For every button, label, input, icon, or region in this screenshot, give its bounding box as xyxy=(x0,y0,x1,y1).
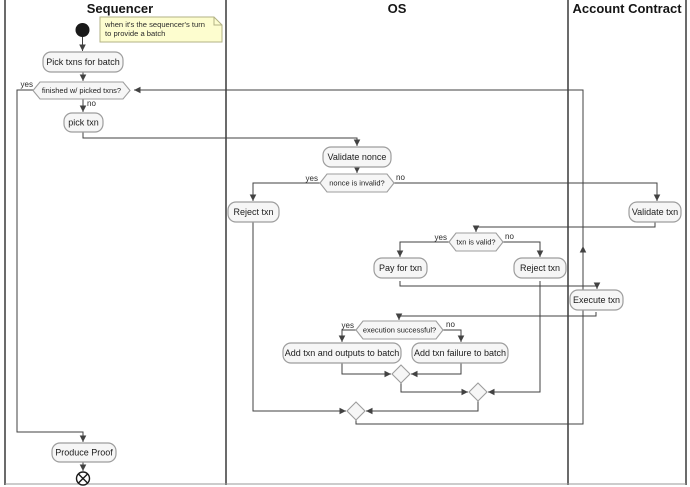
edge-valid-no-to-reject-2 xyxy=(503,241,541,257)
edge-label-exec-no: no xyxy=(446,320,455,329)
note xyxy=(99,16,223,43)
activity-label-pick-txn: pick txn xyxy=(68,118,99,128)
arrowhead-nonce-no-to-validate-txn xyxy=(653,194,661,201)
decision-txn-valid xyxy=(448,232,504,252)
activity-reject-txn-1 xyxy=(227,201,280,223)
activity-add-outputs xyxy=(282,342,402,364)
arrowhead-pick-txns-to-finished xyxy=(79,74,87,81)
activity-label-reject-txn-2: Reject txn xyxy=(520,263,560,273)
note-text-line2: to provide a batch xyxy=(105,29,165,38)
arrowhead-add-outputs-to-merge-1 xyxy=(384,370,391,378)
activity-label-pick-txns: Pick txns for batch xyxy=(46,57,120,67)
arrowhead-exec-no-to-add-failure xyxy=(457,335,465,342)
arrowhead-produce-to-end xyxy=(79,464,87,471)
activity-validate-txn xyxy=(628,201,682,223)
activity-label-produce-proof: Produce Proof xyxy=(55,448,113,458)
activity-produce-proof xyxy=(51,442,117,463)
edge-merge-2-to-merge-3 xyxy=(366,401,479,412)
decision-label-finished: finished w/ picked txns? xyxy=(42,86,121,95)
arrowhead-pay-to-execute xyxy=(593,282,601,289)
edge-validate-txn-to-decision xyxy=(475,222,656,232)
arrowhead-add-failure-to-merge-1 xyxy=(411,370,418,378)
arrowhead-validate-nonce-to-decision xyxy=(353,166,361,173)
edge-merge-1-to-merge-2 xyxy=(400,383,468,393)
activity-label-validate-txn: Validate txn xyxy=(632,207,678,217)
lane-title-sequencer: Sequencer xyxy=(87,1,153,16)
merge-diamond-3 xyxy=(346,401,366,421)
edge-valid-yes-to-pay xyxy=(399,241,449,257)
edge-add-outputs-to-merge-1 xyxy=(341,363,391,375)
activity-add-failure xyxy=(411,342,509,364)
end-node-x-2 xyxy=(78,473,88,484)
arrowhead-finished-no-to-pick-txn xyxy=(79,105,87,112)
arrowhead-exec-yes-to-add-outputs xyxy=(338,335,346,342)
merge-diamond-2 xyxy=(468,382,488,402)
edge-label-txn-valid-yes: yes xyxy=(435,233,447,242)
activity-pick-txns xyxy=(42,51,124,73)
edge-pick-txn-to-validate-nonce xyxy=(82,132,358,146)
note-fold-icon xyxy=(213,17,222,26)
arrowhead-valid-yes-to-pay xyxy=(396,250,404,257)
decision-label-exec-success: execution successful? xyxy=(363,326,436,335)
activity-label-pay-for-txn: Pay for txn xyxy=(379,263,422,273)
arrowhead-merge-2-to-merge-3 xyxy=(366,407,373,415)
activity-label-execute-txn: Execute txn xyxy=(573,295,620,305)
arrowhead-nonce-yes-to-reject-1 xyxy=(249,194,257,201)
decision-nonce-invalid xyxy=(319,173,395,193)
activity-pay-for-txn xyxy=(373,257,428,279)
edge-label-nonce-yes: yes xyxy=(306,174,318,183)
start-node xyxy=(75,23,90,37)
arrowhead-pick-txn-to-validate-nonce xyxy=(353,139,361,146)
decision-finished xyxy=(32,81,131,100)
activity-validate-nonce xyxy=(322,146,392,168)
arrowhead-merge-1-to-merge-2 xyxy=(461,388,468,396)
arrowhead-finished-yes-to-produce xyxy=(79,435,87,442)
edge-loop-back-to-finished xyxy=(134,89,584,425)
lane-title-account-contract: Account Contract xyxy=(572,1,682,16)
edge-nonce-yes-to-reject-1 xyxy=(252,182,320,201)
decision-exec-success xyxy=(355,320,444,340)
decision-label-txn-valid: txn is valid? xyxy=(456,238,495,247)
edge-label-exec-yes: yes xyxy=(342,321,354,330)
activity-pick-txn xyxy=(63,112,104,133)
merge-diamond-1 xyxy=(391,364,411,384)
arrowhead-execute-to-decision xyxy=(395,313,403,320)
lane-title-os: OS xyxy=(388,1,407,16)
activity-label-reject-txn-1: Reject txn xyxy=(233,207,273,217)
edge-execute-to-decision xyxy=(398,312,597,320)
edge-label-txn-valid-no: no xyxy=(505,232,514,241)
activity-reject-txn-2 xyxy=(513,257,567,279)
edge-label-nonce-no: no xyxy=(396,173,405,182)
edge-finished-yes-to-produce xyxy=(16,89,84,442)
activity-label-add-failure: Add txn failure to batch xyxy=(414,348,506,358)
activity-label-add-outputs: Add txn and outputs to batch xyxy=(285,348,400,358)
note-text-line1: when it's the sequencer's turn xyxy=(104,20,205,29)
edge-label-finished-no: no xyxy=(87,99,96,108)
edge-nonce-no-to-validate-txn xyxy=(394,182,658,201)
edge-label-finished-yes: yes xyxy=(21,80,33,89)
edge-reject-1-to-merge-3 xyxy=(252,222,346,412)
activity-execute-txn xyxy=(569,289,624,311)
arrowhead-start-to-pick-txns xyxy=(79,44,86,51)
arrowhead-reject-2-to-merge-2 xyxy=(488,388,495,396)
activity-label-validate-nonce: Validate nonce xyxy=(328,152,387,162)
arrowhead-valid-no-to-reject-2 xyxy=(536,250,544,257)
loop-back-up-arrowhead xyxy=(579,246,587,253)
decision-label-nonce-invalid: nonce is invalid? xyxy=(329,179,384,188)
arrowhead-reject-1-to-merge-3 xyxy=(339,407,346,415)
edge-reject-2-to-merge-2 xyxy=(488,281,541,393)
edge-add-failure-to-merge-1 xyxy=(411,363,462,375)
arrowhead-loop-back-to-finished xyxy=(134,86,141,94)
arrowhead-validate-txn-to-decision xyxy=(472,225,480,232)
